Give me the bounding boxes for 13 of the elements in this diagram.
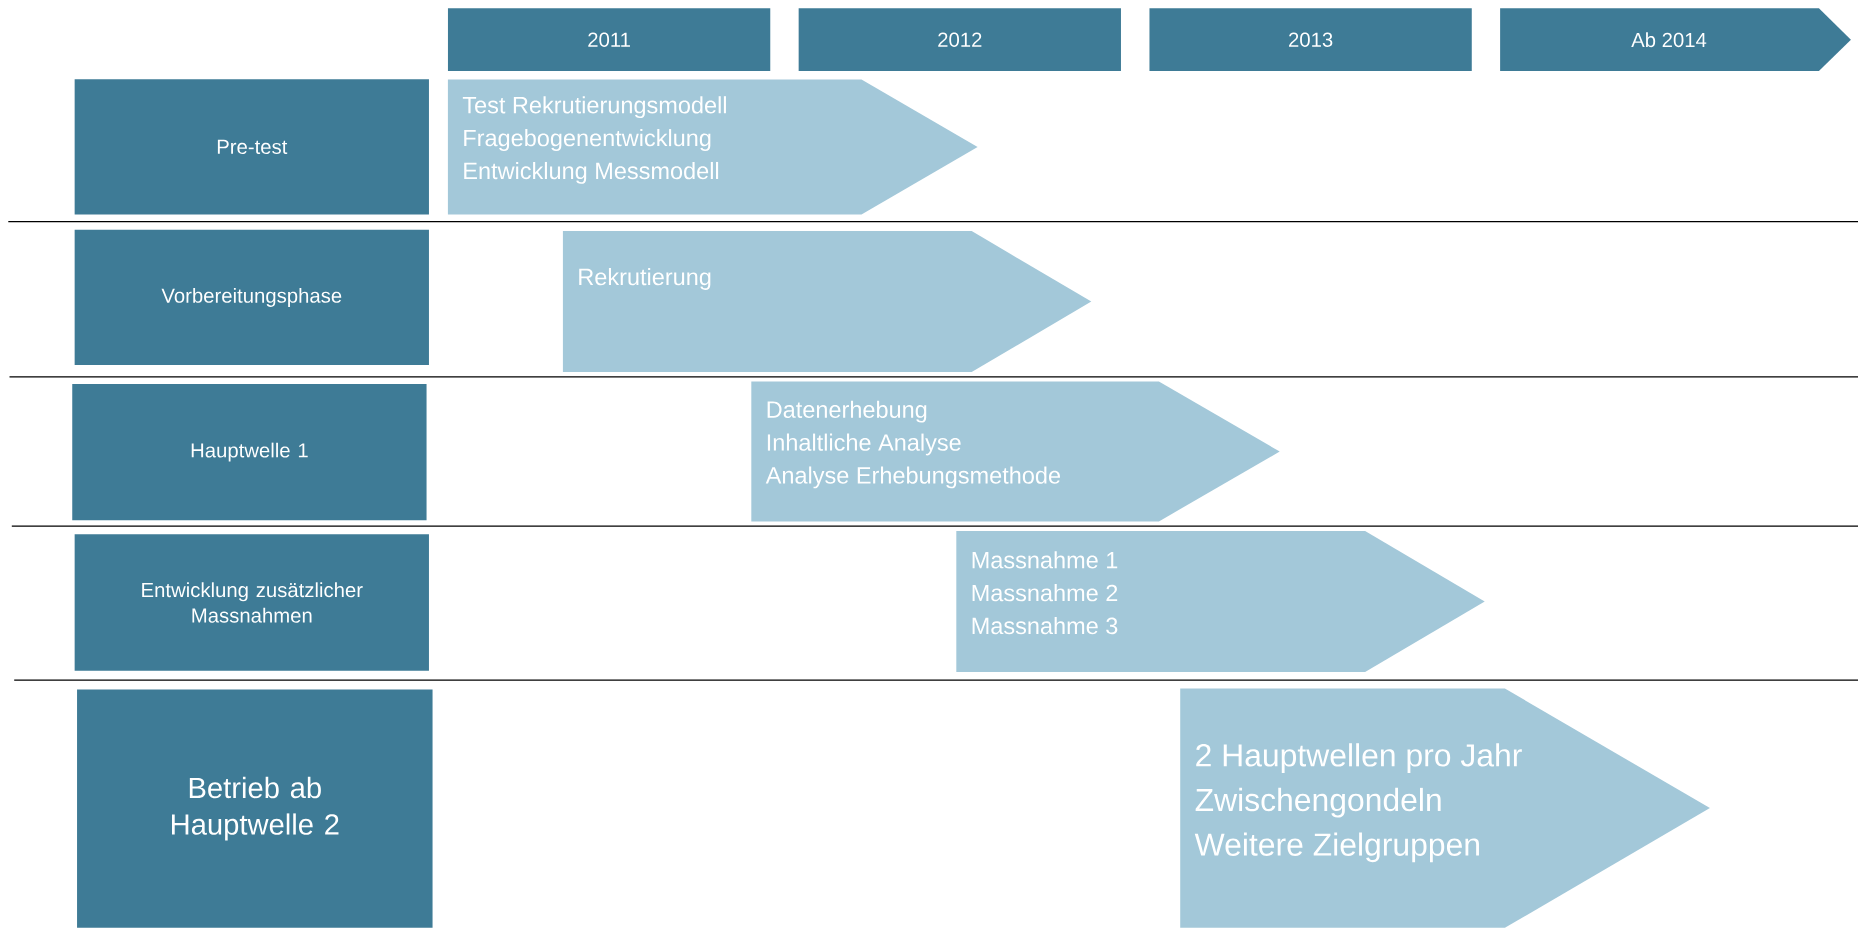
year-header: 2012 [798, 8, 1121, 72]
year-header: 2013 [1149, 8, 1472, 72]
timeline-bar: Datenerhebung Inhaltliche Analyse Analyse Erhebungsmethode [751, 381, 1280, 522]
timeline-bar: 2 Hauptwellen pro Jahr Zwischengondeln Weitere Zielgruppen [1180, 688, 1710, 928]
phase-box: Hauptwelle 1 [72, 383, 427, 521]
timeline-bar: Rekrutierung [562, 231, 1092, 373]
phase-box: Pre-test [74, 79, 429, 215]
phase-box: Vorbereitungsphase [74, 229, 429, 365]
phase-box: Betrieb ab Hauptwelle 2 [77, 689, 433, 928]
phase-box: Entwicklung zusätzlicher Massnahmen [74, 534, 429, 671]
timeline-bar: Test Rekrutierungsmodell Fragebogenentwicklung Entwicklung Messmodell [447, 79, 978, 215]
timeline-bar: Massnahme 1 Massnahme 2 Massnahme 3 [956, 530, 1485, 672]
year-header: 2011 [447, 8, 771, 72]
